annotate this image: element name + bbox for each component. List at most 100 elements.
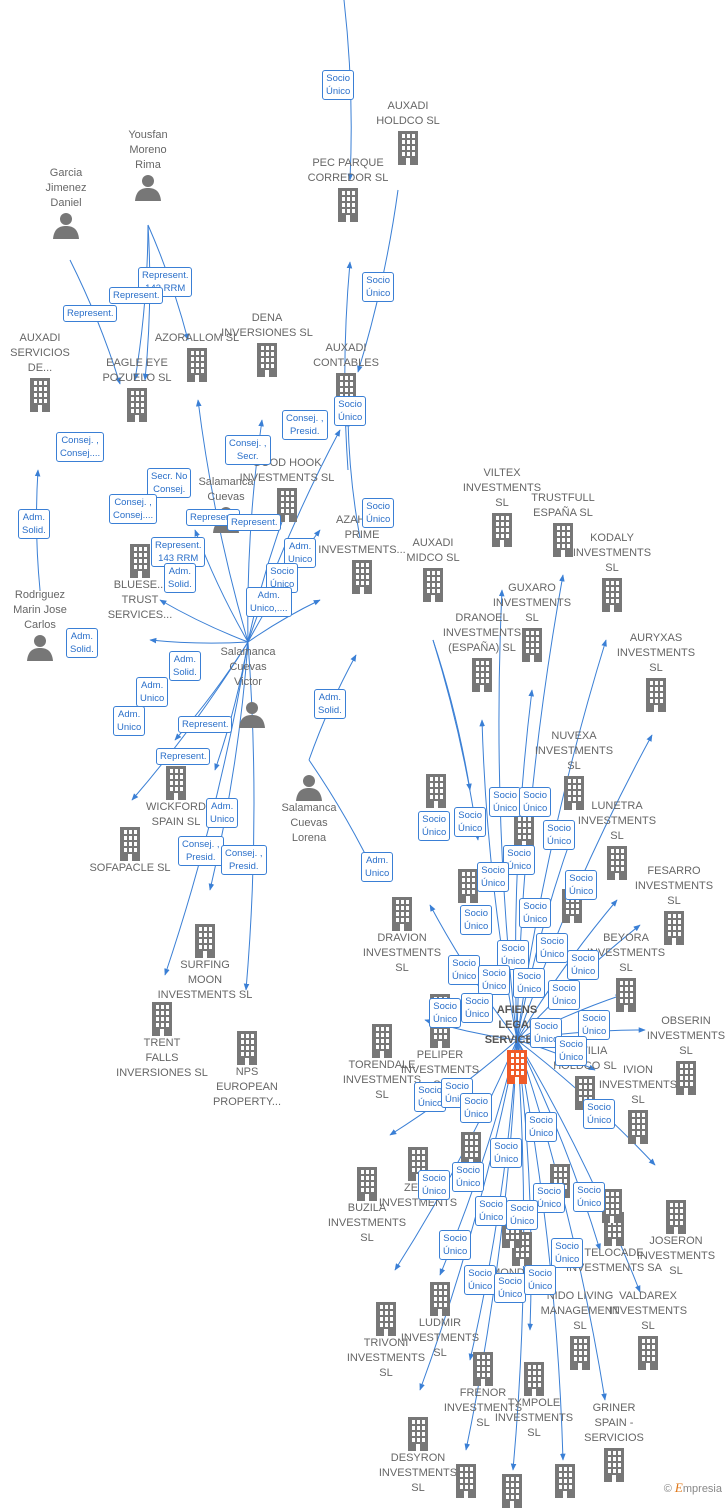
company-label: AURYXAS INVESTMENTS SL: [616, 632, 696, 674]
company-node-auxadi-servicios[interactable]: AUXADI SERVICIOS DE...: [0, 331, 95, 412]
building-icon: [555, 1464, 575, 1498]
person-label: Salamanca Cuevas Victor: [220, 646, 276, 688]
relation-label-represent: Represent.: [186, 509, 241, 526]
company-node-obserin[interactable]: OBSERIN INVESTMENTS SL: [631, 1014, 728, 1095]
company-label: GUXARO INVESTMENTS SL: [492, 582, 572, 624]
company-node-dravion[interactable]: DRAVION INVESTMENTS SL: [347, 895, 457, 976]
relation-label-adm-unico: Adm. Unico: [361, 852, 394, 882]
company-node-surfing[interactable]: SURFING MOON INVESTMENTS SL: [150, 922, 260, 1003]
company-node-ludmir[interactable]: LUDMIR INVESTMENTS SL: [385, 1280, 495, 1361]
relation-label-adm-unico-multi: Adm. Unico,....: [246, 587, 292, 617]
building-icon: [352, 560, 372, 594]
relation-label-socio-unico: Socio Único: [525, 1112, 558, 1142]
person-node-rodriguez[interactable]: Rodriguez Marin Jose Carlos: [0, 588, 95, 661]
building-icon: [376, 1302, 396, 1336]
relation-label-represent-143: Represent. 143 RRM: [151, 537, 206, 567]
relation-label-socio-unico: Socio Único: [489, 787, 522, 817]
company-label: SOFAPACLE SL: [89, 862, 171, 874]
relation-label-socio-unico: Socio Único: [322, 70, 355, 100]
company-node-trustfull[interactable]: TRUSTFULL ESPAÑA SL: [508, 491, 618, 557]
company-node-unlabeled[interactable]: [411, 1462, 521, 1498]
company-label: AZORALLOM SL: [154, 332, 240, 344]
person-node-salamanca-lorena[interactable]: Salamanca Cuevas Lorena: [254, 773, 364, 846]
company-node-lunetra[interactable]: LUNETRA INVESTMENTS SL: [562, 799, 672, 880]
person-node-garcia[interactable]: Garcia Jimenez Daniel: [11, 166, 121, 239]
building-icon: [458, 869, 478, 903]
company-node-kodaly[interactable]: KODALY INVESTMENTS SL: [557, 531, 667, 612]
company-node-eagle-eye[interactable]: EAGLE EYE POZUELO SL: [82, 356, 192, 422]
building-icon: [664, 911, 684, 945]
company-node-pec-parque[interactable]: PEC PARQUE CORREDOR SL: [293, 156, 403, 222]
company-node-desyron[interactable]: DESYRON INVESTMENTS SL: [363, 1415, 473, 1496]
company-node-unlabeled[interactable]: [557, 1187, 667, 1223]
company-node-sofapacle[interactable]: SOFAPACLE SL: [75, 825, 185, 876]
building-icon: [602, 578, 622, 612]
company-node-auxadi-holdco[interactable]: AUXADI HOLDCO SL: [353, 99, 463, 165]
company-label: NUVEXA INVESTMENTS SL: [534, 730, 614, 772]
relation-label-adm-solid: Adm. Solid.: [314, 689, 346, 719]
company-node-unlabeled[interactable]: [510, 1462, 620, 1498]
relation-label-represent: Represent.: [178, 716, 233, 733]
company-node-frenor[interactable]: FRENOR INVESTMENTS SL: [428, 1350, 538, 1431]
company-node-unlabeled[interactable]: [381, 772, 491, 808]
company-node-valdarex[interactable]: VALDAREX INVESTMENTS SL: [593, 1289, 703, 1370]
building-icon: [257, 343, 277, 377]
relation-label-socio-unico: Socio Único: [583, 1099, 616, 1129]
relation-label-socio-unico: Socio Único: [567, 950, 600, 980]
building-icon: [628, 1110, 648, 1144]
building-icon: [30, 378, 50, 412]
company-label: TRUSTFULL ESPAÑA SL: [531, 492, 595, 519]
relation-label-socio-unico: Socio Único: [441, 1078, 474, 1108]
company-node-azorallom[interactable]: AZORALLOM SL: [142, 331, 252, 382]
company-node-fesarro[interactable]: FESARRO INVESTMENTS SL: [619, 864, 728, 945]
company-label: KODALY INVESTMENTS SL: [572, 532, 652, 574]
company-label: FRENOR INVESTMENTS SL: [443, 1387, 523, 1429]
company-node-dena[interactable]: DENA INVERSIONES SL: [212, 311, 322, 377]
company-node-nido[interactable]: NIDO LIVING MANAGEMENT SL: [525, 1289, 635, 1370]
company-node-trivoni[interactable]: TRIVONI INVESTMENTS SL: [331, 1300, 441, 1381]
company-node-nps[interactable]: NPS EUROPEAN PROPERTY...: [192, 1029, 302, 1110]
company-node-torendale[interactable]: TORENDALE INVESTMENTS SL: [327, 1022, 437, 1103]
relation-label-socio-unico: Socio Único: [460, 905, 493, 935]
relation-label-consej-consej: Consej. , Consej....: [56, 432, 105, 462]
company-node-griner[interactable]: GRINER SPAIN - SERVICIOS: [559, 1401, 669, 1482]
company-node-guxaro[interactable]: GUXARO INVESTMENTS SL: [477, 581, 587, 662]
company-node-viltex[interactable]: VILTEX INVESTMENTS SL: [447, 466, 557, 547]
company-node-beyora[interactable]: BEYORA INVESTMENTS SL: [571, 931, 681, 1012]
person-icon-victor[interactable]: [197, 700, 307, 728]
person-node-salamanca-victor[interactable]: Salamanca Cuevas Victor: [193, 645, 303, 690]
relation-label-adm-solid: Adm. Solid.: [164, 563, 196, 593]
company-node-unlabeled[interactable]: [469, 812, 579, 848]
company-node-auryxas[interactable]: AURYXAS INVESTMENTS SL: [601, 631, 711, 712]
company-label: VILTEX INVESTMENTS SL: [462, 467, 542, 509]
company-label: PEC PARQUE CORREDOR SL: [307, 157, 389, 184]
person-node-yousfan[interactable]: Yousfan Moreno Rima: [93, 128, 203, 201]
company-node-tympole[interactable]: TYMPOLE INVESTMENTS SL: [479, 1360, 589, 1441]
relation-label-adm-solid: Adm. Solid.: [66, 628, 98, 658]
person-icon: [53, 213, 79, 239]
company-node-joseron[interactable]: JOSERON INVESTMENTS SL: [621, 1198, 728, 1279]
relation-label-adm-solid: Adm. Solid.: [169, 651, 201, 681]
company-node-bluese[interactable]: BLUESE... TRUST SERVICES...: [85, 542, 195, 623]
company-label: DENA INVERSIONES SL: [221, 312, 313, 339]
company-node-trent[interactable]: TRENT FALLS INVERSIONES SL: [107, 1000, 217, 1081]
building-icon: [430, 1282, 450, 1316]
company-node-ivion[interactable]: IVION INVESTMENTS SL: [583, 1063, 693, 1144]
relation-label-socio-unico: Socio Único: [362, 272, 395, 302]
company-node-wickford[interactable]: WICKFORD SPAIN SL: [121, 764, 231, 830]
company-node-dranoel[interactable]: DRANOEL INVESTMENTS (ESPAÑA) SL: [427, 611, 537, 692]
building-icon: [166, 766, 186, 800]
company-node-unlabeled[interactable]: [413, 867, 523, 903]
company-node-nuvexa[interactable]: NUVEXA INVESTMENTS SL: [519, 729, 629, 810]
building-icon: [237, 1031, 257, 1065]
company-node-auxadi-midco[interactable]: AUXADI MIDCO SL: [378, 536, 488, 602]
relation-label-socio-unico: Socio Único: [460, 1093, 493, 1123]
building-icon: [604, 1448, 624, 1482]
relation-label-socio-unico: Socio Único: [418, 1170, 451, 1200]
relationship-edge: [516, 1039, 566, 1461]
company-node-buzila[interactable]: BUZILA INVESTMENTS SL: [312, 1165, 422, 1246]
relation-label-socio-unico: Socio Único: [334, 396, 367, 426]
building-icon: [676, 1061, 696, 1095]
relation-label-socio-unico: Socio Único: [490, 1138, 523, 1168]
relation-label-socio-unico: Socio Único: [454, 807, 487, 837]
